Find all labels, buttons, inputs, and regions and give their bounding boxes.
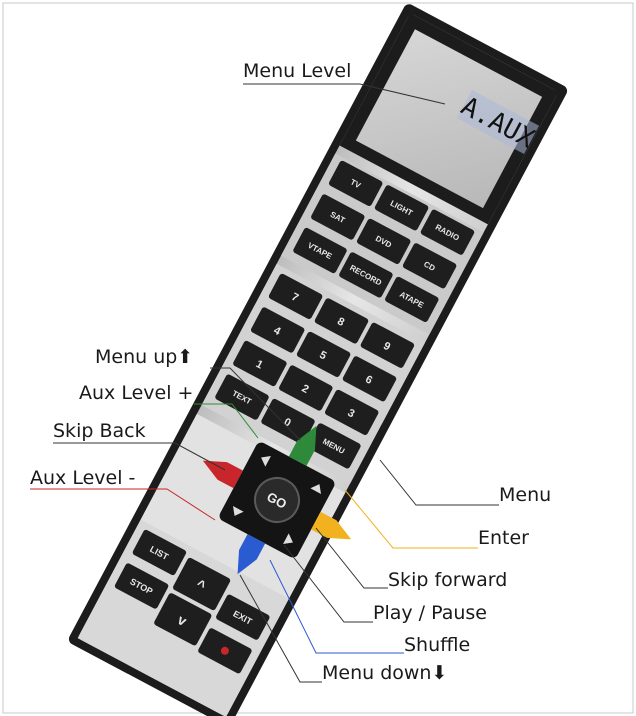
callout-skip-forward: Skip forward bbox=[388, 569, 508, 591]
callout-aux-level-plus: Aux Level + bbox=[79, 382, 194, 404]
digit-key-1-face bbox=[233, 340, 287, 387]
digit-key-7-face bbox=[268, 273, 323, 319]
go-button[interactable] bbox=[247, 470, 307, 530]
source-key-record[interactable]: RECORD bbox=[338, 251, 394, 298]
lcd-highlight bbox=[456, 90, 540, 154]
digit-key-9[interactable]: 9 bbox=[360, 322, 416, 369]
stop-key-face bbox=[114, 563, 169, 609]
callout-lines bbox=[30, 83, 499, 683]
list-key-face bbox=[132, 529, 187, 576]
digit-key-0-face bbox=[261, 398, 315, 445]
source-key-tv[interactable]: TV bbox=[328, 160, 384, 207]
digit-key-3[interactable]: 3 bbox=[324, 389, 380, 436]
digit-key-2-label: 2 bbox=[300, 383, 311, 396]
digit-key-1-label: 1 bbox=[254, 358, 265, 371]
menu-key[interactable]: MENU bbox=[306, 422, 362, 469]
source-key-dvd-face bbox=[356, 218, 411, 264]
digit-key-9-label: 9 bbox=[381, 340, 392, 353]
blue-arrow-key[interactable] bbox=[229, 534, 266, 579]
digit-key-8[interactable]: 8 bbox=[314, 297, 370, 344]
digit-key-5[interactable]: 5 bbox=[296, 331, 352, 378]
exit-key-face bbox=[216, 594, 270, 640]
digit-key-4-face bbox=[250, 307, 305, 353]
callout-menu: Menu bbox=[499, 484, 552, 506]
callout-menu-level: Menu Level bbox=[243, 60, 352, 82]
source-key-dvd[interactable]: DVD bbox=[356, 218, 412, 265]
source-key-sat[interactable]: SAT bbox=[310, 193, 366, 240]
record-dot-icon bbox=[220, 646, 229, 655]
digit-key-6[interactable]: 6 bbox=[342, 355, 398, 402]
digit-key-9-face bbox=[360, 322, 415, 368]
digit-key-5-face bbox=[296, 331, 351, 377]
digit-key-2[interactable]: 2 bbox=[278, 364, 334, 411]
source-key-atape[interactable]: ATAPE bbox=[384, 276, 440, 323]
stop-key[interactable]: STOP bbox=[114, 562, 170, 609]
source-key-sat-face bbox=[311, 194, 365, 240]
menu-key-face bbox=[307, 423, 361, 469]
source-key-radio-face bbox=[420, 209, 475, 255]
digit-key-4[interactable]: 4 bbox=[250, 306, 306, 353]
source-key-light-face bbox=[374, 185, 429, 231]
source-key-record-face bbox=[339, 252, 393, 298]
callout-menu-down: Menu down⬇ bbox=[322, 662, 448, 684]
yellow-arrow-key[interactable] bbox=[311, 511, 356, 548]
nav-pad: GO bbox=[198, 421, 356, 579]
up-triangle-icon bbox=[310, 484, 321, 494]
digit-key-4-label: 4 bbox=[271, 325, 283, 339]
source-key-vtape-face bbox=[293, 227, 347, 274]
digit-key-5-label: 5 bbox=[317, 349, 328, 362]
source-key-tv-face bbox=[328, 160, 383, 206]
list-key[interactable]: LIST bbox=[132, 529, 188, 576]
source-key-light[interactable]: LIGHT bbox=[374, 184, 430, 231]
down-key-face bbox=[154, 593, 212, 646]
source-key-cd-face bbox=[402, 243, 457, 289]
callout-aux-level-minus: Aux Level - bbox=[30, 467, 136, 489]
digit-key-1[interactable]: 1 bbox=[232, 340, 288, 387]
callout-skip-back: Skip Back bbox=[53, 420, 146, 442]
digit-key-0-label: 0 bbox=[282, 416, 293, 429]
callout-menu-up: Menu up⬆ bbox=[95, 346, 194, 368]
digit-key-0[interactable]: 0 bbox=[260, 398, 316, 445]
text-key[interactable]: TEXT bbox=[214, 373, 270, 420]
down-key[interactable]: v bbox=[153, 592, 212, 646]
up-key-face bbox=[173, 557, 231, 611]
exit-key[interactable]: EXIT bbox=[215, 594, 271, 641]
digit-key-6-label: 6 bbox=[363, 373, 374, 386]
digit-key-3-face bbox=[324, 389, 379, 435]
skip-forward-icon bbox=[283, 533, 293, 544]
source-key-cd[interactable]: CD bbox=[402, 242, 458, 289]
source-key-vtape[interactable]: VTAPE bbox=[292, 227, 348, 274]
digit-key-8-label: 8 bbox=[335, 315, 346, 328]
down-triangle-icon bbox=[233, 506, 244, 516]
skip-back-icon bbox=[261, 456, 271, 467]
text-key-face bbox=[215, 374, 269, 420]
callout-shuffle: Shuffle bbox=[404, 634, 471, 656]
digit-key-8-face bbox=[314, 298, 369, 344]
digit-key-3-label: 3 bbox=[345, 407, 356, 420]
callout-enter: Enter bbox=[478, 527, 529, 549]
green-arrow-key[interactable] bbox=[288, 421, 325, 466]
source-key-atape-face bbox=[385, 276, 439, 322]
digit-key-7[interactable]: 7 bbox=[268, 273, 324, 320]
digit-key-2-face bbox=[279, 365, 333, 411]
up-key[interactable]: ^ bbox=[172, 557, 231, 611]
callout-play-pause: Play / Pause bbox=[373, 602, 487, 624]
digit-key-7-label: 7 bbox=[289, 291, 300, 304]
lcd-screen bbox=[355, 29, 543, 209]
red-arrow-key[interactable] bbox=[198, 452, 243, 489]
digit-key-6-face bbox=[342, 356, 397, 402]
source-key-radio[interactable]: RADIO bbox=[420, 209, 476, 256]
